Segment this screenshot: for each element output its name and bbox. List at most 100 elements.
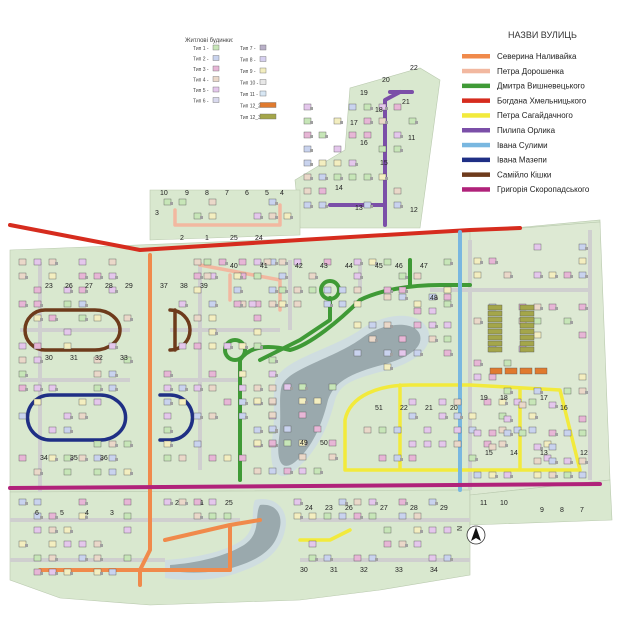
house [533,457,542,465]
legend-swatch [462,98,490,103]
legend-swatch [462,113,490,118]
townhouse [519,328,535,335]
house [18,454,27,462]
house [278,286,288,294]
house-type-swatch [212,76,220,82]
house-type-label: Тип 7 - [240,46,256,52]
house [18,384,28,392]
house [208,384,217,392]
lot-number: 21 [402,99,410,106]
street-orlyk [328,90,414,227]
lot-number: 21 [425,405,433,412]
house [533,271,543,279]
lot-number: 31 [70,355,78,362]
lot-number: 45 [375,263,383,270]
house [323,554,333,562]
house [178,198,187,206]
house [283,467,293,475]
house [353,286,362,294]
house [253,384,263,392]
house [268,286,278,294]
legend-street-name: Петра Сагайдачного [497,111,573,120]
pond-central-inner [278,324,421,466]
legend-swatch [462,142,490,148]
house [48,258,58,266]
house-type-label: Тип 5 - [193,88,209,94]
lot-number: 24 [255,235,263,242]
house [323,300,333,308]
house [108,384,118,392]
house [413,321,422,329]
house [178,342,187,350]
house [533,471,542,479]
house [193,342,202,350]
house [63,526,73,534]
house [208,198,217,206]
house [18,498,28,506]
house [163,412,172,420]
house [293,258,302,266]
lot-number: 11 [408,135,415,142]
lot-number: 18 [375,107,383,114]
house-type-label: Тип 10 - [240,81,259,87]
house [253,439,262,447]
house [248,300,257,308]
house [33,526,42,534]
house [488,257,498,265]
house [563,471,573,479]
house [78,412,88,420]
house [18,342,27,350]
house [178,384,188,392]
townhouse [519,346,535,353]
house [498,440,508,448]
townhouse [534,367,548,375]
house [283,425,292,433]
lot-number: 17 [540,395,548,402]
house-type-swatch [259,44,267,51]
house [193,286,202,294]
house [193,412,203,420]
house-type-swatch [212,86,220,93]
lot-number: 38 [180,283,188,290]
lot-number: 25 [225,500,233,507]
house [93,468,102,476]
house [393,454,403,462]
house [468,412,477,420]
lot-number: 2 [180,235,184,242]
house [578,415,587,423]
house [18,258,27,266]
lot-number: 13 [540,450,548,457]
house [33,258,42,266]
house [208,212,217,220]
house [18,412,27,420]
house [488,429,497,437]
house [93,370,102,378]
house [78,398,87,406]
house [308,512,317,520]
house [378,454,387,462]
house [93,454,103,462]
house [453,398,462,406]
house [318,187,327,195]
house [253,397,262,405]
house [333,117,343,125]
house-type-label: Тип 9 - [240,69,256,75]
lot-number: 36 [100,455,108,462]
lot-number: 39 [200,283,208,290]
house [238,342,248,350]
house [253,272,262,280]
house [578,373,587,381]
house [268,300,278,308]
house [393,131,403,139]
house [293,512,303,520]
house [498,398,508,406]
house [193,272,203,280]
house-type-swatch [212,65,220,72]
compass-needle-icon [471,527,481,541]
house [368,512,377,520]
house [503,471,513,479]
house [193,498,203,506]
lot-number: 40 [230,263,238,270]
legend-street-name: Петра Дорошенка [497,67,565,76]
